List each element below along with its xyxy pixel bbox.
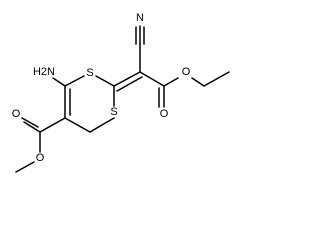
bond-s1-c2 [95,75,115,87]
ester-ether-oxygen-left-label: O [36,152,45,164]
bond-cexo-cester [139,71,165,87]
structure-canvas: H2N S S N O O O O [12,12,230,173]
bond-c6-n-amino [52,77,66,87]
bonds [15,25,230,173]
ester-carbonyl-oxygen-right-label: O [160,108,169,120]
bond-cester-ocarbonyl-left [23,121,41,133]
bond-c5-cester [39,117,66,133]
bond-oether-ch2 [191,77,205,87]
bond-ch2-ch3 [203,71,230,87]
bond-cester-ocarbonyl-left-double [21,117,39,128]
bond-oether-ch3-left [15,161,35,173]
bond-cester-oether [163,77,179,87]
sulfur-label-right: S [110,106,117,118]
nitrile-nitrogen-label: N [136,12,144,24]
atom-labels: H2N S S N O O O O [12,12,191,164]
bond-c4-c5 [64,117,91,133]
ester-ether-oxygen-right-label: O [182,66,191,78]
bond-c6-s1 [64,75,85,87]
bond-c2-c-exo [113,71,141,87]
bond-s3-c4 [89,117,115,133]
amino-label: H2N [33,66,55,78]
ester-carbonyl-oxygen-left-label: O [12,108,21,120]
bond-c2-c-exo-double [116,76,143,92]
sulfur-label-left: S [86,67,93,79]
